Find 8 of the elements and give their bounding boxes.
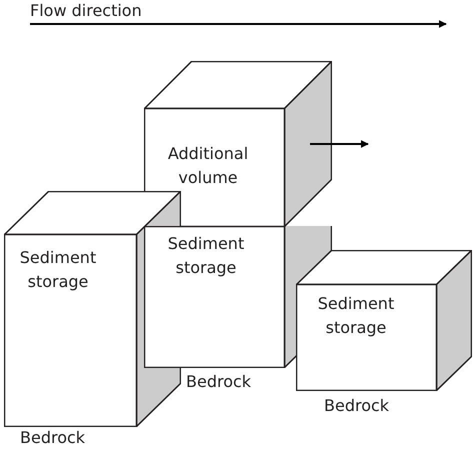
block-label: Sediment storage	[18, 247, 98, 293]
layer-label: Bedrock	[20, 428, 86, 448]
layer-label: Bedrock	[324, 396, 390, 416]
direction-label: Flow direction	[30, 1, 142, 21]
block-label: Sediment storage	[166, 233, 246, 279]
block-label: Additional volume	[166, 143, 250, 189]
layer-label: Bedrock	[186, 372, 252, 392]
block-label: Sediment storage	[316, 293, 396, 339]
